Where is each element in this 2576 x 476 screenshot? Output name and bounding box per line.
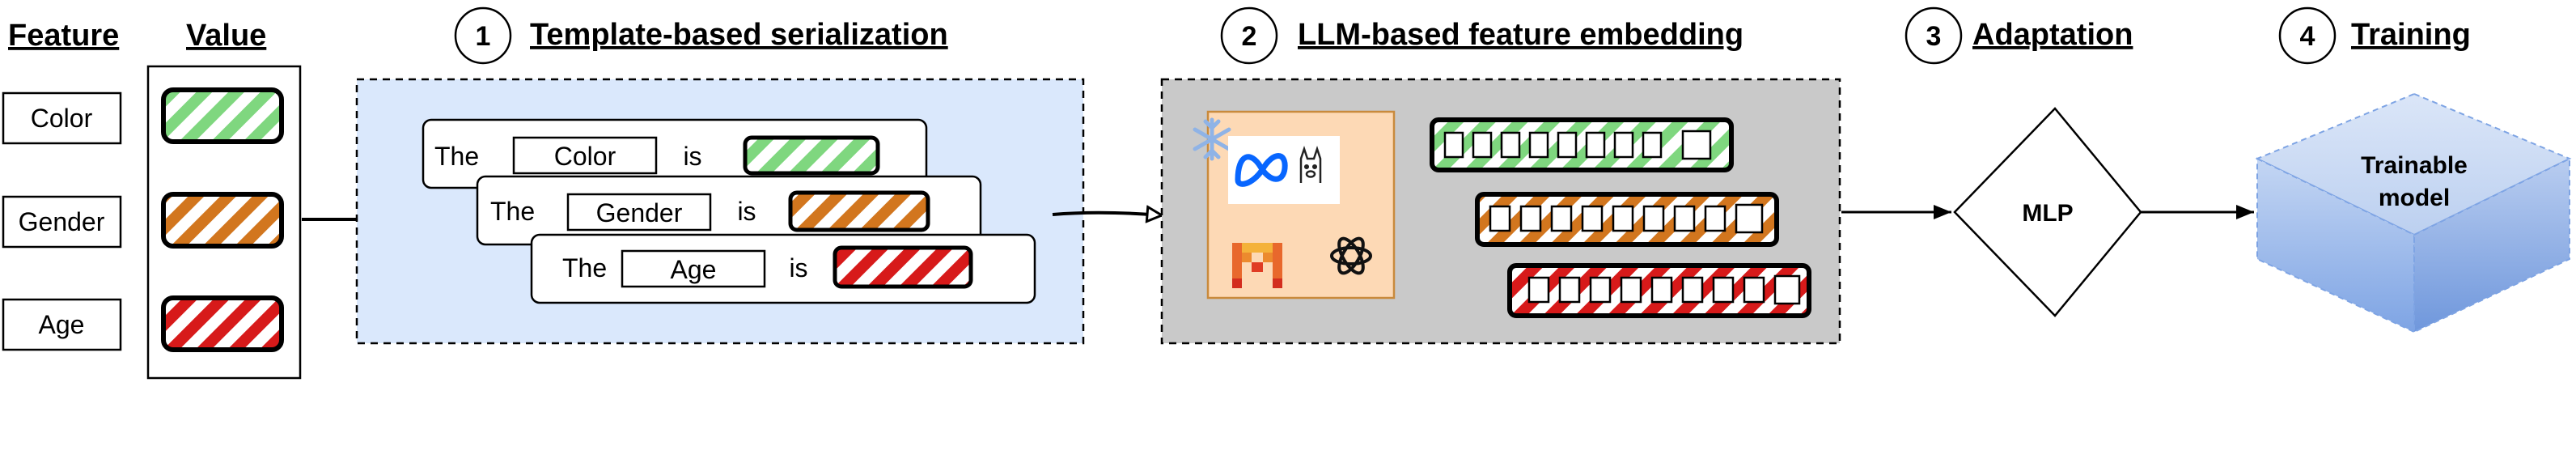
feature-label-color: Color bbox=[31, 104, 93, 133]
template-feature-box bbox=[512, 136, 658, 175]
template-value-swatch bbox=[833, 245, 973, 289]
feature-list: Color Gender Age bbox=[2, 91, 122, 351]
llama-logo-icon bbox=[1299, 146, 1322, 183]
template-value-swatch bbox=[788, 190, 930, 232]
template-verb: is bbox=[789, 253, 807, 283]
step-4-heading: 4 Training bbox=[2278, 6, 2471, 65]
step-4-title: Training bbox=[2351, 18, 2471, 52]
step-1-number-circle bbox=[454, 6, 512, 65]
template-feature: Color bbox=[554, 142, 616, 171]
feature-label-age: Age bbox=[39, 310, 85, 339]
feature-box-age bbox=[2, 298, 122, 351]
meta-logo-icon bbox=[1235, 153, 1288, 187]
template-verb: is bbox=[737, 197, 756, 226]
value-swatch-red bbox=[161, 295, 284, 352]
step-3-title: Adaptation bbox=[1972, 18, 2133, 52]
template-row-age: The Age is bbox=[530, 233, 1036, 304]
step-1-title: Template-based serialization bbox=[530, 18, 948, 52]
template-feature: Age bbox=[671, 255, 717, 284]
value-swatch-green bbox=[161, 87, 284, 144]
mistral-logo-icon bbox=[1232, 243, 1282, 288]
template-feature: Gender bbox=[596, 198, 683, 227]
model-label-line2: model bbox=[2379, 185, 2450, 211]
template-verb: is bbox=[683, 142, 701, 171]
step-2-number: 2 bbox=[1242, 21, 1257, 52]
mlp-label: MLP bbox=[2022, 200, 2073, 227]
template-row-gender: The Gender is bbox=[476, 175, 982, 246]
feature-box-color bbox=[2, 91, 122, 145]
step-2-heading: 2 LLM-based feature embedding bbox=[1220, 6, 1743, 65]
feature-label-gender: Gender bbox=[19, 207, 105, 236]
snowflake-icon bbox=[1193, 117, 1231, 161]
feature-box-gender bbox=[2, 195, 122, 249]
step-2-number-circle bbox=[1220, 6, 1278, 65]
model-label-line1: Trainable bbox=[2361, 152, 2468, 179]
template-feature-box bbox=[621, 249, 766, 288]
cube-right-face bbox=[2413, 157, 2570, 334]
arrow-to-embedding bbox=[1052, 213, 1162, 215]
cube-left-face bbox=[2256, 157, 2415, 334]
mlp-diamond bbox=[1953, 107, 2142, 317]
openai-logo-icon bbox=[1330, 236, 1372, 275]
feature-header: Feature bbox=[8, 19, 119, 53]
step-1-number: 1 bbox=[476, 21, 491, 52]
embedding-vector-orange bbox=[1475, 192, 1779, 247]
trainable-model-cube bbox=[2255, 92, 2572, 334]
step-3-number: 3 bbox=[1926, 21, 1942, 52]
step-3-number-circle bbox=[1904, 6, 1963, 65]
template-value-swatch bbox=[743, 135, 880, 176]
step-4-number: 4 bbox=[2300, 21, 2315, 52]
step-3-heading: 3 Adaptation bbox=[1904, 6, 2133, 65]
step-1-heading: 1 Template-based serialization bbox=[454, 6, 948, 65]
embedding-vector-green bbox=[1430, 117, 1734, 172]
template-row-color: The Color is bbox=[422, 118, 928, 189]
embedding-vector-red bbox=[1507, 263, 1811, 318]
template-prefix: The bbox=[562, 253, 607, 283]
template-prefix: The bbox=[434, 142, 479, 171]
step-2-title: LLM-based feature embedding bbox=[1298, 18, 1743, 52]
value-header: Value bbox=[186, 19, 266, 53]
template-feature-box bbox=[566, 193, 712, 232]
template-prefix: The bbox=[490, 197, 535, 226]
step-4-number-circle bbox=[2278, 6, 2337, 65]
value-swatch-orange bbox=[161, 192, 284, 249]
